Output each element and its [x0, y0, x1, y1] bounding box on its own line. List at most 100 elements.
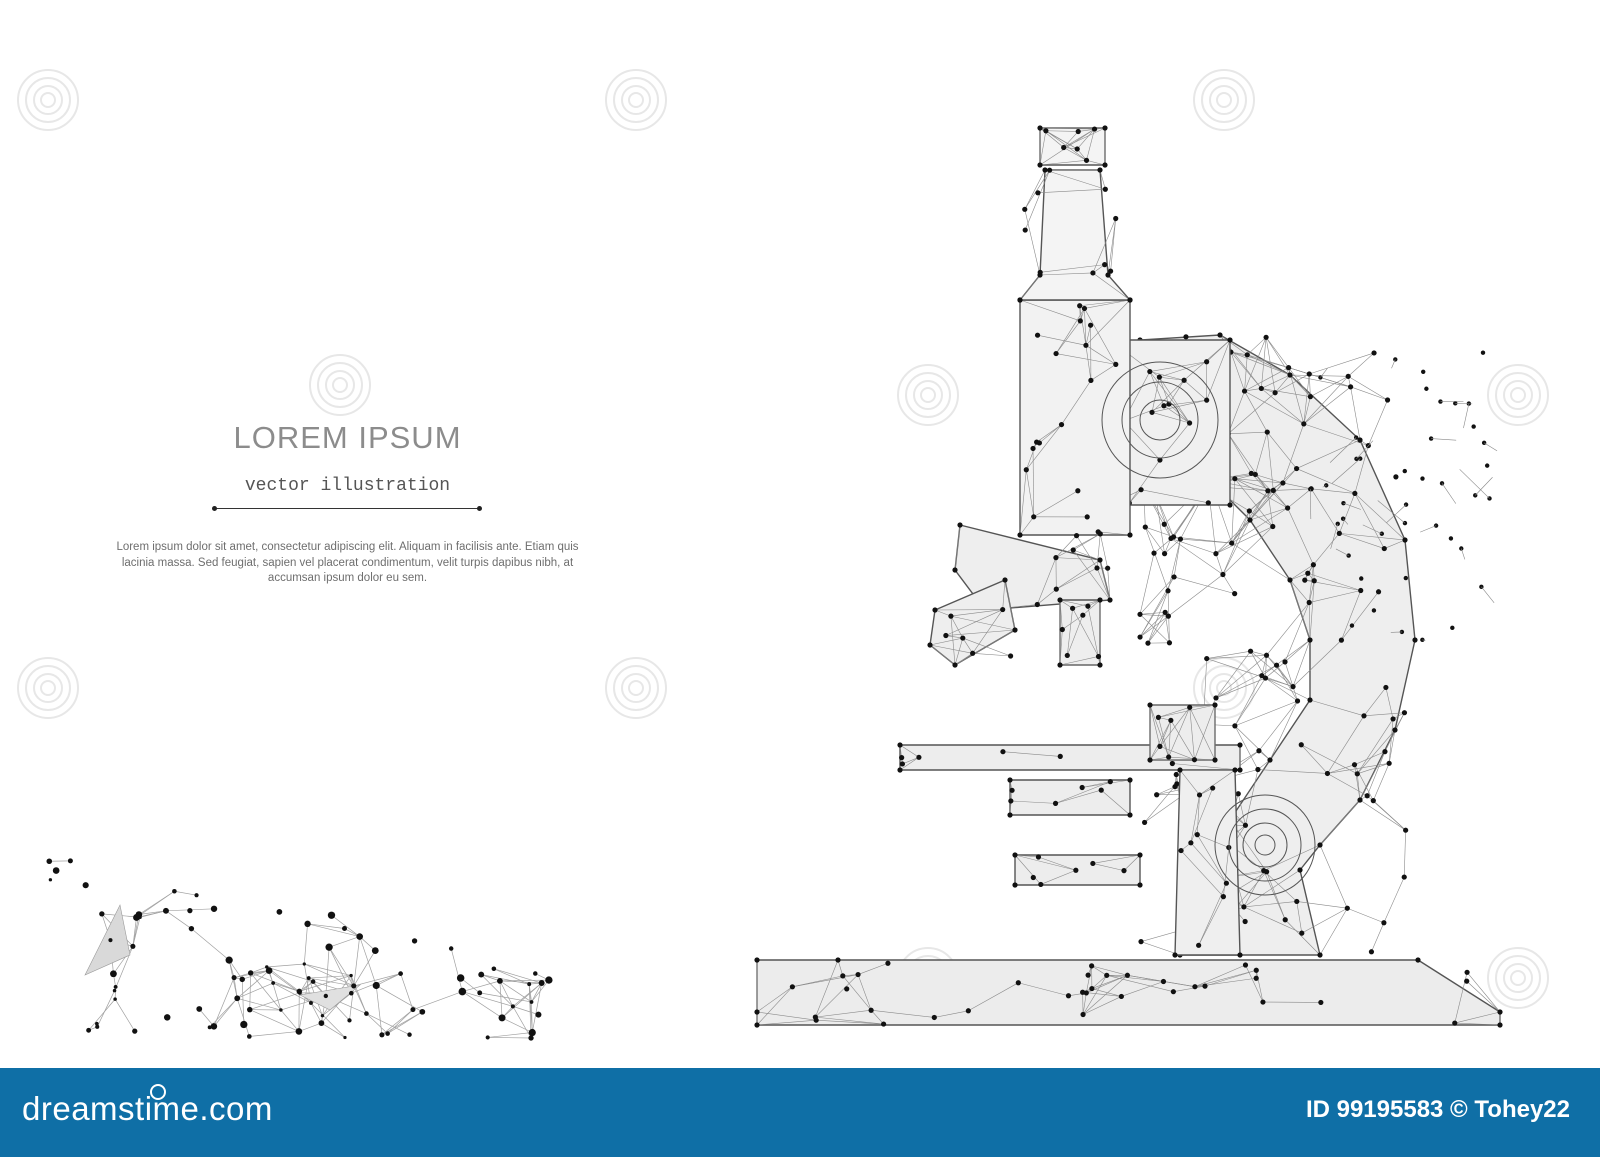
debris-node: [225, 956, 233, 964]
mesh-node: [1294, 898, 1300, 905]
mesh-line: [1159, 746, 1195, 760]
mesh-node: [1357, 797, 1363, 803]
mesh-line: [1234, 700, 1298, 727]
debris-node: [135, 911, 143, 918]
mesh-node: [1034, 332, 1041, 338]
debris-line: [304, 963, 354, 987]
debris-line: [462, 980, 500, 992]
mesh-line: [1139, 612, 1166, 615]
debris-node: [407, 1032, 412, 1037]
mesh-line: [1296, 901, 1348, 909]
mesh-line: [934, 609, 952, 617]
mesh-line: [1309, 580, 1315, 641]
debris-node: [239, 976, 245, 983]
debris-node: [351, 983, 357, 989]
objective-lens: [1101, 361, 1219, 479]
mesh-node: [1181, 377, 1187, 383]
debris-node: [528, 1035, 534, 1041]
watermark-ring: [1209, 673, 1239, 703]
mesh-line: [1215, 650, 1251, 699]
mesh-line: [1357, 763, 1390, 775]
mesh-line: [1263, 870, 1286, 920]
mesh-node: [1464, 969, 1470, 975]
mesh-node: [1191, 757, 1198, 763]
mesh-line: [1231, 510, 1250, 544]
debris-line: [242, 970, 270, 980]
mesh-node: [1064, 652, 1070, 659]
debris-line: [353, 985, 367, 1014]
debris-line: [310, 1002, 322, 1024]
debris-node: [528, 1028, 536, 1037]
mesh-line: [972, 609, 1003, 654]
debris-line: [531, 1001, 533, 1033]
watermark-ring: [1193, 69, 1255, 131]
mesh-line: [1247, 337, 1267, 356]
mesh-line: [1086, 160, 1106, 166]
mesh-node: [1094, 565, 1100, 571]
mesh-line: [950, 615, 964, 639]
mesh-line: [950, 615, 1016, 631]
debris-line: [249, 1031, 299, 1037]
mesh-line: [1164, 538, 1181, 554]
debris-shard: [299, 984, 362, 1011]
mesh-node: [1036, 440, 1042, 446]
mesh-line: [1055, 320, 1081, 354]
mesh-line: [1039, 272, 1093, 276]
mesh-line: [1198, 896, 1224, 946]
mesh-node: [1160, 978, 1167, 985]
mesh-line: [1284, 602, 1310, 662]
brand-logo-text[interactable]: dreamstime.com: [22, 1090, 273, 1127]
mesh-line: [1091, 988, 1122, 997]
mesh-line: [1056, 567, 1098, 590]
focus-knob-ring: [1228, 808, 1302, 882]
mesh-node: [1035, 854, 1042, 860]
spiral-watermark-icon: [17, 69, 79, 131]
mesh-line: [1265, 337, 1276, 393]
mesh-node: [1205, 500, 1211, 506]
debris-line: [487, 1032, 533, 1038]
watermark-ring: [628, 92, 644, 108]
mesh-line: [1037, 334, 1086, 346]
mesh-line: [1308, 602, 1311, 641]
mesh-node: [1090, 860, 1096, 867]
mesh-line: [1141, 489, 1209, 504]
debris-line: [298, 1022, 322, 1032]
mesh-node: [1172, 952, 1178, 958]
particle-node: [1371, 608, 1377, 613]
mesh-line: [1327, 715, 1365, 774]
mesh-line: [1215, 655, 1267, 699]
mesh-line: [1092, 272, 1131, 301]
mesh-line: [1287, 488, 1312, 509]
mesh-node: [957, 522, 963, 528]
mesh-line: [1249, 507, 1288, 521]
debris-node: [295, 1028, 303, 1035]
body-tube-mesh: [1017, 297, 1133, 538]
debris-line: [359, 936, 377, 986]
watermark-ring: [1487, 947, 1549, 1009]
mesh-line: [1082, 996, 1122, 1015]
watermark-ring: [33, 85, 63, 115]
particle-line: [1386, 504, 1407, 523]
mesh-line: [1091, 965, 1128, 976]
debris-node: [48, 878, 53, 882]
mesh-line: [1261, 655, 1267, 676]
watermark-ring: [40, 92, 56, 108]
mesh-line: [1309, 699, 1365, 717]
mesh-line: [1063, 128, 1095, 148]
watermark-ring: [309, 354, 371, 416]
mesh-line: [1354, 493, 1385, 549]
watermark-ring: [913, 380, 943, 410]
mesh-line: [1019, 469, 1027, 536]
mesh-line: [1267, 431, 1297, 469]
mesh-line: [1040, 869, 1076, 885]
mesh-line: [1024, 170, 1050, 210]
watermark-ring: [1495, 955, 1541, 1001]
mesh-line: [1311, 488, 1355, 494]
watermark-ring: [1487, 364, 1549, 426]
mesh-line: [842, 975, 872, 1011]
mesh-node: [1237, 742, 1243, 748]
mesh-line: [1276, 665, 1298, 702]
mesh-line: [1164, 538, 1172, 554]
debris-node: [323, 993, 328, 999]
mesh-node: [1264, 429, 1270, 435]
